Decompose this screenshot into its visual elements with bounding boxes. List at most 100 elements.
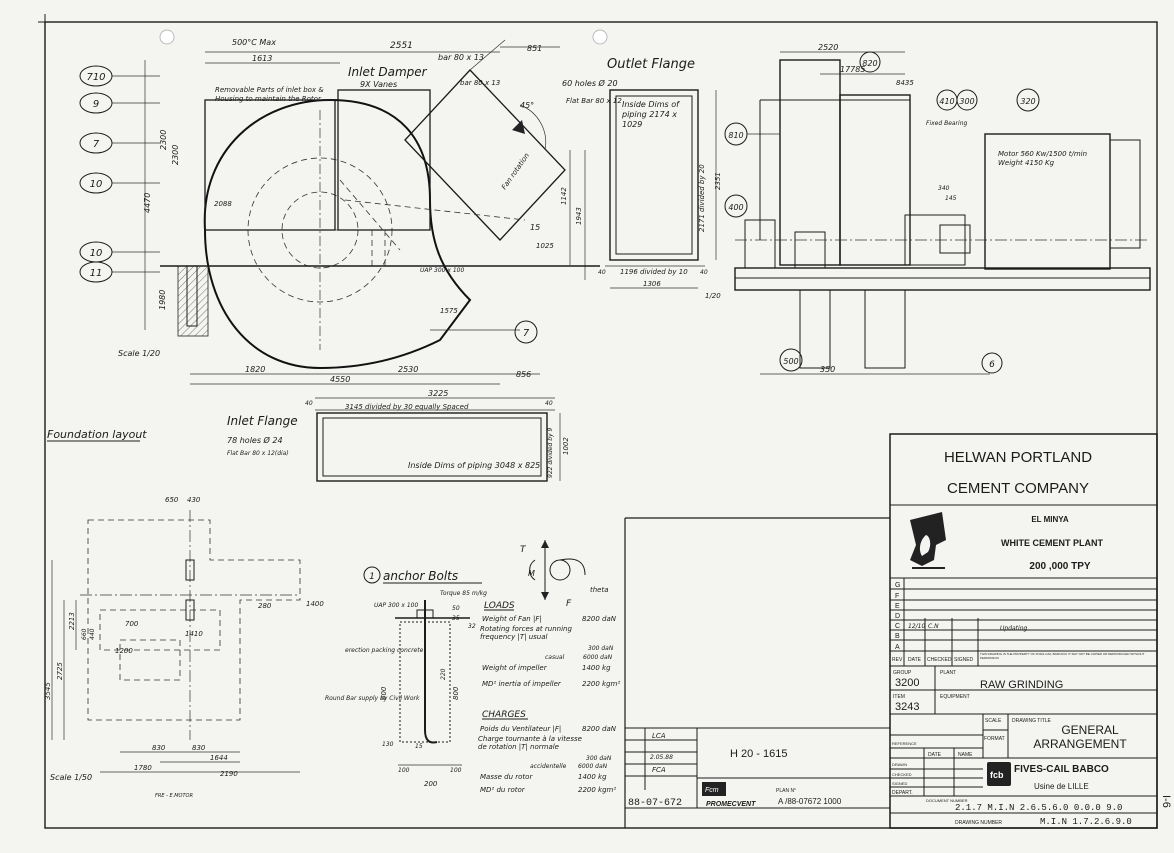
equipment-label: EQUIPMENT bbox=[940, 694, 970, 700]
callout-320: 320 bbox=[1016, 88, 1040, 112]
callout-500: 500 bbox=[779, 348, 803, 372]
loads-table: LOADS Weight of Fan |F| 8200 daN Rotatin… bbox=[478, 601, 620, 794]
force-theta: theta bbox=[590, 586, 609, 594]
callout-810: 810 bbox=[724, 122, 780, 146]
callout-400-text: 400 bbox=[728, 203, 743, 212]
inlet-damper-title: Inlet Damper bbox=[348, 65, 428, 79]
outlet-flange-title: Outlet Flange bbox=[607, 57, 695, 72]
callout-7b: 7 bbox=[514, 320, 538, 344]
anchor-dim-200: 200 bbox=[424, 780, 438, 788]
dim-1025: 1025 bbox=[536, 242, 554, 250]
stamp-dossier: H 20 - 1615 bbox=[730, 748, 787, 760]
scale-label: SCALE bbox=[985, 718, 1002, 724]
punch-hole-1 bbox=[159, 29, 175, 45]
fnd-dim-3545: 3545 bbox=[44, 682, 52, 700]
fan-housing-side bbox=[779, 59, 841, 266]
inlet-flat-bar: Flat Bar 80 x 12(dia) bbox=[227, 450, 289, 457]
rev-c-by: C.N bbox=[928, 623, 939, 630]
stamp-ref: 88-07-672 bbox=[628, 798, 682, 809]
temp-note: 500°C Max bbox=[232, 38, 276, 47]
rev-D: D bbox=[895, 613, 900, 620]
bar-80x13-top: bar 80 x 13 bbox=[438, 53, 484, 62]
charge-poids: Poids du Ventilateur |F| bbox=[480, 725, 561, 733]
fnd-dim-2725: 2725 bbox=[56, 662, 64, 680]
load-rotating: Rotating forces at running frequency |T|… bbox=[480, 625, 572, 641]
dim-4550: 4550 bbox=[330, 375, 350, 384]
rev-A: A bbox=[895, 644, 900, 651]
outlet-inside-dims: Inside Dims of piping 2174 x 1029 bbox=[622, 100, 679, 129]
side-dim-17785: 17785 bbox=[840, 65, 865, 74]
rev-header-checked: CHECKED bbox=[927, 657, 952, 663]
plant-name-3: 200 ,000 TPY bbox=[1029, 561, 1090, 572]
fnd-dim-830b: 830 bbox=[192, 744, 206, 752]
inlet-damper-view: 710 9 7 10 10 11 500°C Max bbox=[79, 38, 600, 385]
anchor-dim-100b: 100 bbox=[450, 767, 462, 774]
dim-2551: 2551 bbox=[390, 41, 413, 51]
angle-45: 45° bbox=[520, 101, 534, 110]
motor-spec: Motor 560 Kw/1500 t/min Weight 4150 Kg bbox=[998, 150, 1088, 167]
inlet-dim-40b: 40 bbox=[545, 400, 553, 407]
load-inertia: MD² inertia of impeller bbox=[482, 680, 562, 688]
inlet-flange-outer bbox=[316, 412, 548, 482]
drawing-title-1: GENERAL bbox=[1061, 723, 1119, 737]
charge-masse-value: 1400 kg bbox=[578, 773, 607, 781]
punch-hole-2 bbox=[592, 29, 608, 45]
fan-rotation-note: Fan rotation bbox=[500, 152, 531, 191]
callout-410: 410 bbox=[936, 89, 958, 111]
group-label: GROUP bbox=[893, 670, 912, 676]
callout-320-text: 320 bbox=[1020, 97, 1035, 106]
outlet-dim-1306: 1306 bbox=[643, 280, 661, 288]
company-name-1: HELWAN PORTLAND bbox=[944, 449, 1092, 466]
anchor-title: anchor Bolts bbox=[383, 569, 458, 583]
callout-710-text: 710 bbox=[86, 72, 105, 83]
anchor-dim-32: 32 bbox=[468, 623, 476, 630]
rev-c-date: 12/10 bbox=[908, 623, 925, 630]
fnd-dim-700: 700 bbox=[125, 620, 139, 628]
dim-1820: 1820 bbox=[245, 365, 265, 374]
drawing-number-label: DRAWING NUMBER bbox=[955, 820, 1002, 826]
charge-poids-value: 8200 daN bbox=[582, 725, 617, 733]
foundation-mark: FRE - E.MOTOR bbox=[155, 793, 193, 799]
side-dim-350: 350 bbox=[820, 365, 835, 374]
rev-F: F bbox=[895, 593, 899, 600]
load-rotating-usual: 300 daN bbox=[588, 645, 614, 652]
revision-rows: G F E D C B A 12/10 C.N Updating REV DAT… bbox=[890, 582, 1157, 667]
callout-7-text: 7 bbox=[93, 139, 100, 150]
signed-label: SIGNED bbox=[892, 781, 907, 786]
force-M: M bbox=[528, 569, 535, 578]
callout-10a-text: 10 bbox=[90, 179, 103, 190]
callout-500-text: 500 bbox=[783, 357, 798, 366]
rev-header-signed: SIGNED bbox=[954, 657, 974, 663]
outlet-holes: 60 holes Ø 20 bbox=[562, 78, 618, 88]
sheet-border bbox=[38, 14, 1158, 829]
foundation-outline bbox=[87, 519, 301, 721]
outlet-dim-40b: 40 bbox=[700, 269, 708, 276]
fcb-location: Usine de LILLE bbox=[1034, 782, 1089, 791]
loads-heading: LOADS bbox=[484, 601, 515, 611]
callout-820: 820 bbox=[859, 51, 881, 73]
callout-410-text: 410 bbox=[939, 97, 954, 106]
side-dim-8435: 8435 bbox=[896, 79, 914, 87]
inlet-dim-1002: 1002 bbox=[562, 437, 570, 455]
fan-volute-housing bbox=[203, 98, 472, 370]
company-name-2: CEMENT COMPANY bbox=[947, 480, 1089, 497]
uap-300x100: UAP 300 x 100 bbox=[420, 267, 464, 274]
charges-heading: CHARGES bbox=[482, 710, 526, 720]
fnd-dim-2190: 2190 bbox=[220, 770, 238, 778]
stamp-signature-1: LCA bbox=[652, 732, 666, 740]
anchor-dim-600: 600 bbox=[380, 686, 388, 700]
name-label: NAME bbox=[958, 752, 973, 758]
inlet-box bbox=[204, 99, 336, 231]
format-label: FORMAT bbox=[984, 736, 1005, 742]
anchor-erection-note: erection packing concrete bbox=[345, 647, 424, 654]
plant-label: PLANT bbox=[940, 670, 956, 676]
depart-label: DEPART. bbox=[892, 790, 913, 796]
doc-number: 2.1.7 M.I.N 2.6.5.6.0 0.0.0 9.0 bbox=[955, 803, 1122, 813]
fcm-logo-text: Fcm bbox=[705, 787, 719, 794]
anchor-torque: Torque 85 m/kg bbox=[440, 590, 487, 597]
sheet-number: I-6 bbox=[1160, 795, 1172, 808]
plant-name-1: EL MINYA bbox=[1031, 515, 1069, 524]
charge-tournante: Charge tournante à la vitesse de rotatio… bbox=[478, 735, 582, 751]
load-weight-fan: Weight of Fan |F| bbox=[482, 615, 542, 623]
drawn-label: DRAWN bbox=[892, 762, 907, 767]
